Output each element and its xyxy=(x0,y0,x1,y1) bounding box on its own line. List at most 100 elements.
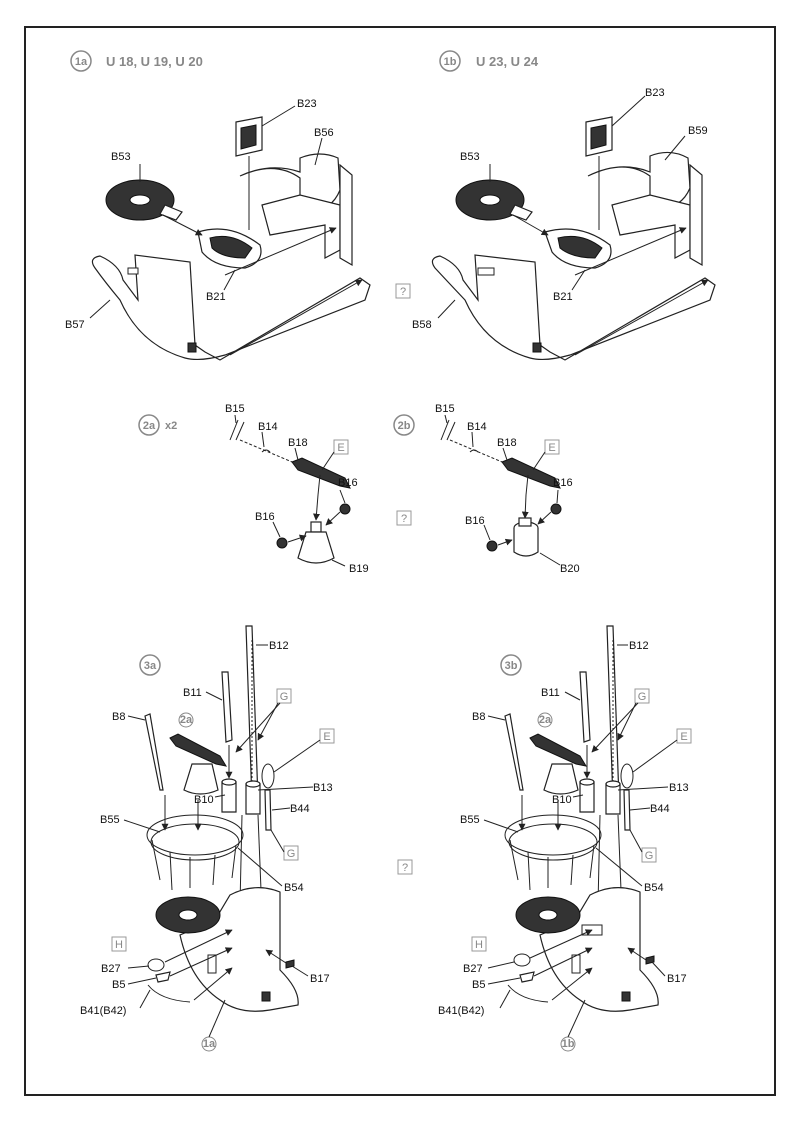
label-b5: B5 xyxy=(472,979,485,991)
part-b8 xyxy=(504,713,524,791)
part-b18 xyxy=(501,457,561,496)
label-b18: B18 xyxy=(497,437,517,449)
marker-g-bottom: G xyxy=(629,829,657,863)
part-gun-mount-2a xyxy=(169,733,228,831)
svg-text:G: G xyxy=(645,850,654,862)
label-b23: B23 xyxy=(297,98,317,110)
svg-text:3b: 3b xyxy=(505,660,518,672)
label-b16-left: B16 xyxy=(255,511,275,523)
svg-text:E: E xyxy=(680,731,687,743)
part-b21 xyxy=(197,228,262,269)
part-gun-mount-2a xyxy=(529,733,588,831)
label-b21: B21 xyxy=(206,291,226,303)
label-b59: B59 xyxy=(688,125,708,137)
svg-text:G: G xyxy=(280,691,289,703)
svg-text:1a: 1a xyxy=(75,56,88,68)
sub-badge-1a: 1a xyxy=(201,1036,217,1052)
step-2b: 2b ? E xyxy=(393,403,580,575)
label-b16-left: B16 xyxy=(465,515,485,527)
part-b53 xyxy=(105,179,183,221)
label-b21: B21 xyxy=(553,291,573,303)
part-e-marker: E xyxy=(532,439,560,471)
part-b23 xyxy=(585,116,613,230)
label-b58: B58 xyxy=(412,319,432,331)
part-b57 xyxy=(91,254,371,361)
marker-g-top: G xyxy=(235,688,292,753)
step-1b-note-box: ? xyxy=(395,283,411,299)
part-b23 xyxy=(235,116,263,230)
label-b13: B13 xyxy=(669,782,689,794)
marker-g-top: G xyxy=(591,688,650,753)
part-b41 xyxy=(147,984,191,1003)
part-b44 xyxy=(620,763,634,831)
part-b16 xyxy=(276,503,351,549)
part-b58 xyxy=(431,254,716,361)
step-2b-note-box: ? xyxy=(396,510,412,526)
label-b15: B15 xyxy=(225,403,245,415)
svg-text:H: H xyxy=(115,939,123,951)
label-b11: B11 xyxy=(541,687,560,699)
label-b17: B17 xyxy=(667,973,687,985)
step-2b-badge: 2b xyxy=(393,414,415,436)
marker-g-bottom: G xyxy=(270,829,299,861)
part-b44 xyxy=(261,763,275,831)
step-1b-title: U 23, U 24 xyxy=(476,54,539,69)
marker-e: E xyxy=(632,728,692,773)
svg-text:G: G xyxy=(287,848,296,860)
svg-text:3a: 3a xyxy=(144,660,157,672)
step-2a: 2a x2 E B15 B1 xyxy=(138,403,369,575)
part-b5 xyxy=(519,971,535,983)
part-b18 xyxy=(291,457,351,496)
label-b53: B53 xyxy=(111,151,131,163)
label-b14: B14 xyxy=(467,421,487,433)
step-2a-multiplier: x2 xyxy=(165,420,177,432)
label-b54: B54 xyxy=(284,882,304,894)
label-b8: B8 xyxy=(112,711,125,723)
label-b27: B27 xyxy=(101,963,121,975)
step-1a-badge: 1a xyxy=(70,50,92,72)
label-b12: B12 xyxy=(269,640,289,652)
step-1a-title: U 18, U 19, U 20 xyxy=(106,54,203,69)
svg-text:E: E xyxy=(337,442,344,454)
label-b15: B15 xyxy=(435,403,455,415)
label-b11: B11 xyxy=(183,687,202,699)
part-b53 xyxy=(155,896,221,934)
part-b59 xyxy=(587,151,703,267)
part-b16 xyxy=(486,503,562,552)
part-b41 xyxy=(507,984,549,1003)
part-hull-1a xyxy=(179,887,299,1012)
label-b20: B20 xyxy=(560,563,580,575)
step-3b-badge: 3b xyxy=(500,654,522,676)
sub-badge-2a: 2a xyxy=(178,712,194,728)
label-b18: B18 xyxy=(288,437,308,449)
svg-text:1b: 1b xyxy=(562,1038,575,1050)
label-b19: B19 xyxy=(349,563,369,575)
label-b57: B57 xyxy=(65,319,85,331)
part-b55 xyxy=(146,814,244,891)
label-b14: B14 xyxy=(258,421,278,433)
svg-text:E: E xyxy=(323,731,330,743)
part-b55 xyxy=(504,814,602,891)
svg-text:?: ? xyxy=(401,513,407,525)
label-b44: B44 xyxy=(290,803,310,815)
part-b19 xyxy=(297,521,335,564)
label-b41: B41(B42) xyxy=(438,1005,484,1017)
part-b53 xyxy=(455,179,533,221)
part-b56 xyxy=(239,153,353,267)
page-border xyxy=(24,26,776,1096)
part-b5 xyxy=(155,971,171,983)
part-b20 xyxy=(513,517,539,557)
label-b55: B55 xyxy=(100,814,120,826)
svg-text:?: ? xyxy=(402,862,408,874)
marker-h: H xyxy=(111,936,127,952)
label-b56: B56 xyxy=(314,127,334,139)
part-b21 xyxy=(544,228,612,269)
svg-text:2b: 2b xyxy=(398,420,411,432)
step-1b: 1b U 23, U 24 ? xyxy=(395,50,716,361)
step-2a-badge: 2a xyxy=(138,414,160,436)
label-b41: B41(B42) xyxy=(80,1005,126,1017)
part-b10 xyxy=(221,778,237,813)
label-b8: B8 xyxy=(472,711,485,723)
svg-text:2a: 2a xyxy=(180,714,193,726)
